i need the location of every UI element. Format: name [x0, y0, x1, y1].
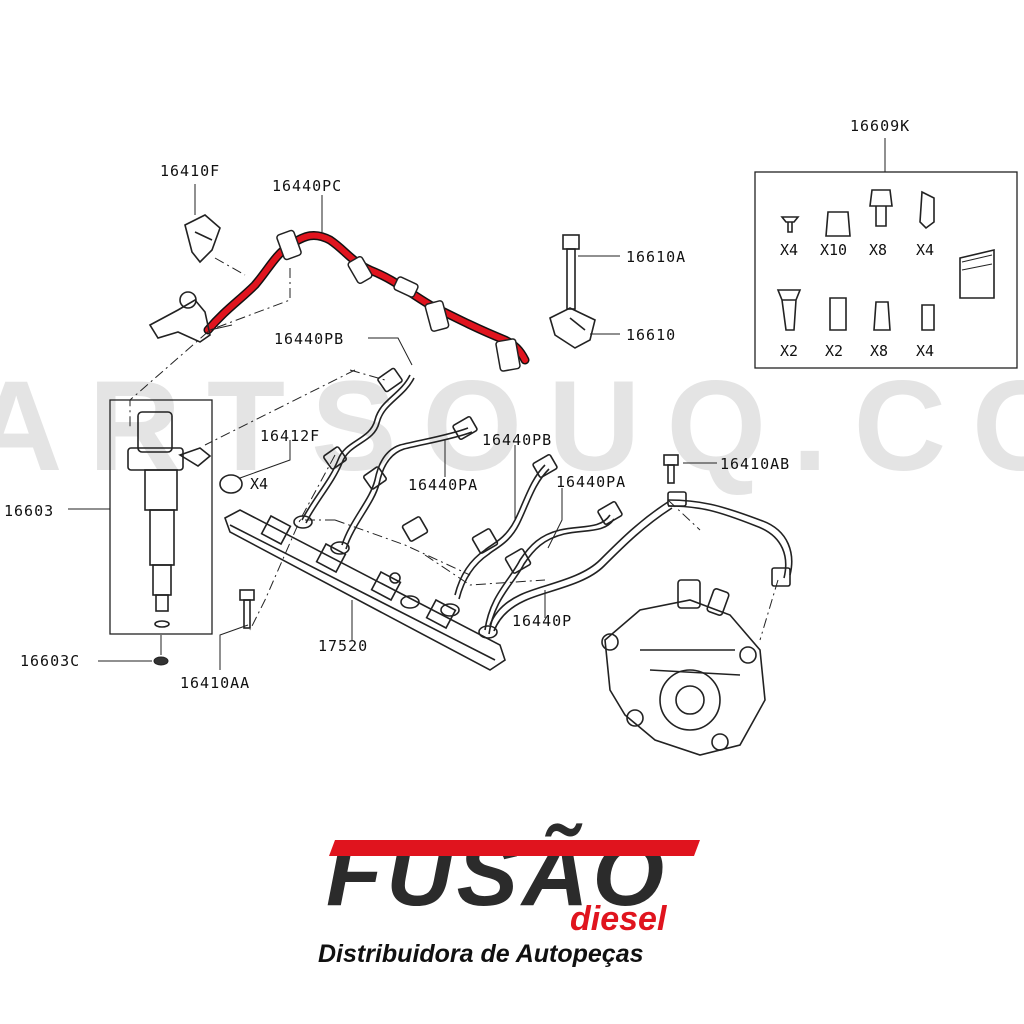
hose-connector [347, 255, 373, 285]
seal-ring [219, 474, 243, 494]
callout-16440PC: 16440PC [272, 177, 342, 195]
kit-qty: X10 [820, 241, 847, 259]
callout-16410AA: 16410AA [180, 674, 250, 692]
hose-connector [276, 229, 302, 261]
callout-16410F: 16410F [160, 162, 220, 180]
bolt-16410AB [663, 454, 679, 484]
callout-16610A: 16610A [626, 248, 686, 266]
injector-16603 [109, 399, 213, 666]
brand-red-stripe [329, 840, 700, 856]
kit-qty: X8 [870, 342, 888, 360]
fuel-pump [601, 579, 766, 756]
callout-16412F-qty: X4 [250, 475, 268, 493]
callout-16440PA-left: 16440PA [408, 476, 478, 494]
callout-16412F: 16412F [260, 427, 320, 445]
callout-16410AB: 16410AB [720, 455, 790, 473]
callout-16603: 16603 [4, 502, 54, 520]
kit-qty: X4 [780, 241, 798, 259]
hose-connector [495, 338, 521, 372]
hose-connector [393, 276, 419, 298]
hose-connector [424, 300, 450, 332]
clamp-16410F [184, 214, 246, 276]
return-hose-highlight [203, 229, 530, 372]
callout-16440PB-top: 16440PB [274, 330, 344, 348]
bolt-16610A [562, 234, 580, 310]
hp-tubes [301, 367, 793, 635]
callout-16609K: 16609K [850, 117, 910, 135]
brand-logo: FUSÃO diesel Distribuidora de Autopeças [318, 822, 700, 968]
kit-qty: X8 [869, 241, 887, 259]
common-rail-17520 [224, 509, 506, 671]
kit-qty: X2 [780, 342, 798, 360]
callout-17520: 17520 [318, 637, 368, 655]
kit-box-16609K [754, 138, 1018, 369]
bolt-16410AA [239, 589, 255, 629]
callout-16610: 16610 [626, 326, 676, 344]
callout-16603C: 16603C [20, 652, 80, 670]
kit-qty: X4 [916, 342, 934, 360]
brand-sub: diesel [570, 900, 668, 938]
return-fitting [148, 291, 233, 343]
watermark-text: ARTSOUQ.CO [0, 355, 1024, 498]
callout-16440PB-mid: 16440PB [482, 431, 552, 449]
callout-16440P: 16440P [512, 612, 572, 630]
assembly-leaders [129, 268, 779, 641]
red-hose-line [205, 232, 528, 363]
brand-tagline: Distribuidora de Autopeças [318, 940, 644, 968]
clamp-16610 [549, 307, 596, 349]
kit-qty: X4 [916, 241, 934, 259]
callout-16440PA-right: 16440PA [556, 473, 626, 491]
kit-qty: X2 [825, 342, 843, 360]
brand-name: FUSÃO [326, 822, 668, 925]
callout-leaders [68, 184, 717, 670]
